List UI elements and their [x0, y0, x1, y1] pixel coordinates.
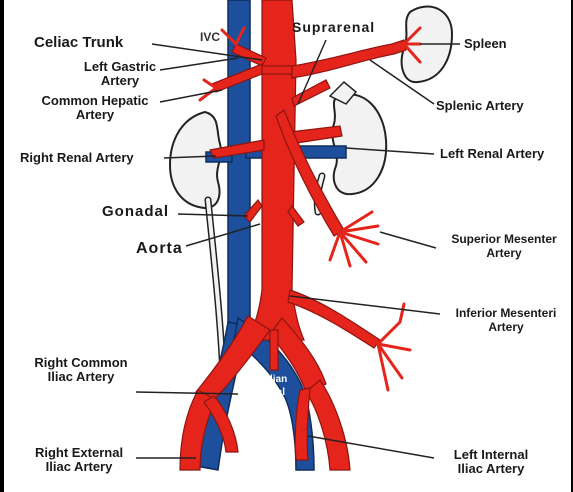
median-sacral-artery	[270, 330, 278, 370]
superior-mesenteric-label: Superior Mesenter Artery	[436, 232, 572, 260]
spleen-label: Spleen	[464, 37, 507, 51]
aorta-label: Aorta	[136, 242, 183, 256]
left-gastric-label: Left Gastric Artery	[70, 60, 170, 88]
common-hepatic-label-line-2: Artery	[30, 108, 160, 122]
left-internal-iliac-label: Left Internal Iliac Artery	[436, 448, 546, 476]
gonadal-label: Gonadal	[102, 205, 169, 219]
left-internal-iliac-label-line-1: Left Internal	[436, 448, 546, 462]
left-renal-artery-label: Left Renal Artery	[440, 147, 544, 161]
common-hepatic-label: Common Hepatic Artery	[30, 94, 160, 122]
common-hepatic-label-line-1: Common Hepatic	[30, 94, 160, 108]
ivc-label: IVC	[200, 30, 220, 44]
suprarenal-label: Suprarenal	[292, 20, 375, 34]
left-internal-iliac-label-line-2: Iliac Artery	[436, 462, 546, 476]
celiac-trunk-label: Celiac Trunk	[34, 36, 123, 50]
right-renal-label: Right Renal Artery	[20, 151, 134, 165]
inferior-mesenteric-label: Inferior Mesenteri Artery	[440, 306, 572, 334]
inferior-mesenteric-label-line-2: Artery	[440, 320, 572, 334]
right-common-iliac-label: Right Common Iliac Artery	[26, 356, 136, 384]
right-external-iliac-label-line-2: Iliac Artery	[24, 460, 134, 474]
splenic-artery-label: Splenic Artery	[436, 99, 524, 113]
inferior-mesenteric-label-line-1: Inferior Mesenteri	[440, 306, 572, 320]
left-gastric-label-line-1: Left Gastric	[70, 60, 170, 74]
superior-mesenteric-label-line-2: Artery	[436, 246, 572, 260]
median-sacral-label-line-1: Median	[242, 373, 298, 386]
right-external-iliac-label: Right External Iliac Artery	[24, 446, 134, 474]
right-common-iliac-label-line-2: Iliac Artery	[26, 370, 136, 384]
median-sacral-label-line-2: Sacral	[242, 386, 298, 399]
celiac-trunk	[262, 66, 292, 74]
left-gastric-label-line-2: Artery	[70, 74, 170, 88]
median-sacral-label: Median Sacral	[242, 373, 298, 399]
right-common-iliac-label-line-1: Right Common	[26, 356, 136, 370]
right-external-iliac-label-line-1: Right External	[24, 446, 134, 460]
superior-mesenteric-label-line-1: Superior Mesenter	[436, 232, 572, 246]
